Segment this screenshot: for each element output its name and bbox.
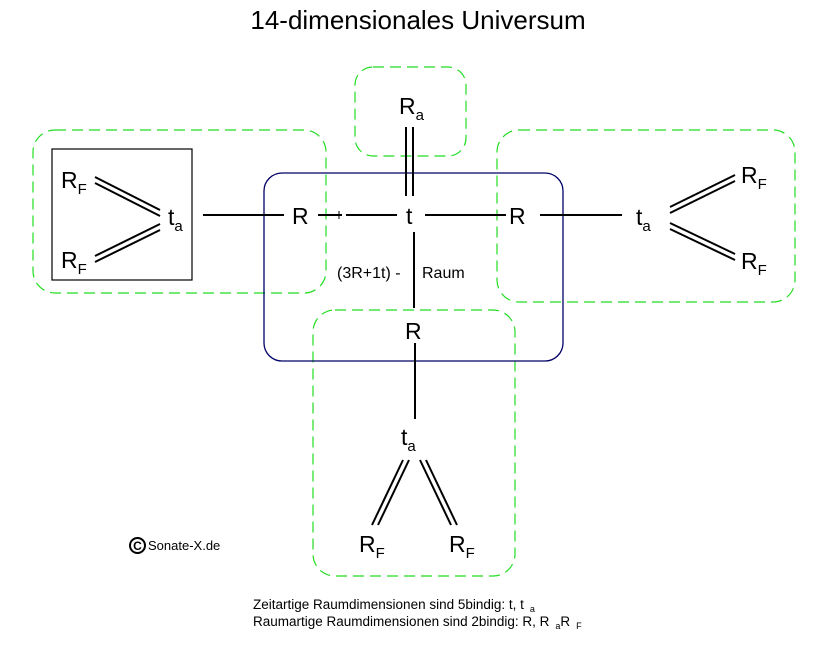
node-bottom-rf-right: RF xyxy=(449,531,475,562)
node-left-r: R xyxy=(292,203,309,229)
node-bottom-rf-left: RF xyxy=(359,531,385,562)
core-label-left: (3R+1t) - xyxy=(337,265,401,282)
double-bond-bottom-left-b xyxy=(377,459,410,526)
node-bottom-r: R xyxy=(405,318,422,344)
double-bond-bottom-right-b xyxy=(425,459,458,526)
notes: Zeitartige Raumdimensionen sind 5bindig:… xyxy=(253,597,582,631)
diagram-title: 14-dimensionales Universum xyxy=(250,5,586,35)
node-right-r: R xyxy=(509,203,526,229)
node-left-rf-bottom: RF xyxy=(61,247,87,278)
group-box-left xyxy=(32,129,327,294)
double-bond-right-bottom-b xyxy=(669,228,736,261)
double-bond-left-top-a xyxy=(94,176,161,211)
double-bond-left-bottom-b xyxy=(94,229,161,263)
double-bond-left-bottom-a xyxy=(94,223,161,257)
node-right-rf-top: RF xyxy=(741,162,767,193)
node-top-ra: Ra xyxy=(399,93,424,124)
double-bond-right-bottom-a xyxy=(669,222,736,255)
double-bond-bottom-left-a xyxy=(371,459,404,526)
group-box-bottom xyxy=(312,309,516,577)
node-right-rf-bottom: RF xyxy=(741,248,767,279)
node-center-t: t xyxy=(406,203,413,229)
double-bond-bottom-right-a xyxy=(419,459,452,526)
credit: C Sonate-X.de xyxy=(129,537,220,554)
double-bond-right-top-b xyxy=(669,180,736,214)
inner-box-left xyxy=(51,148,193,281)
node-left-ta: ta xyxy=(168,204,183,235)
credit-text: Sonate-X.de xyxy=(148,538,221,553)
note-line-2: Raumartige Raumdimensionen sind 2bindig:… xyxy=(253,614,582,631)
group-box-top xyxy=(354,66,467,157)
double-bond-left-top-b xyxy=(94,182,161,217)
copyright-icon: C xyxy=(129,537,146,554)
node-right-ta: ta xyxy=(636,204,651,235)
note-line-1: Zeitartige Raumdimensionen sind 5bindig:… xyxy=(253,597,535,614)
node-left-rf-top: RF xyxy=(61,167,87,198)
node-bottom-ta: ta xyxy=(401,424,416,455)
double-bond-right-top-a xyxy=(669,174,736,208)
core-label-right: Raum xyxy=(422,265,465,282)
